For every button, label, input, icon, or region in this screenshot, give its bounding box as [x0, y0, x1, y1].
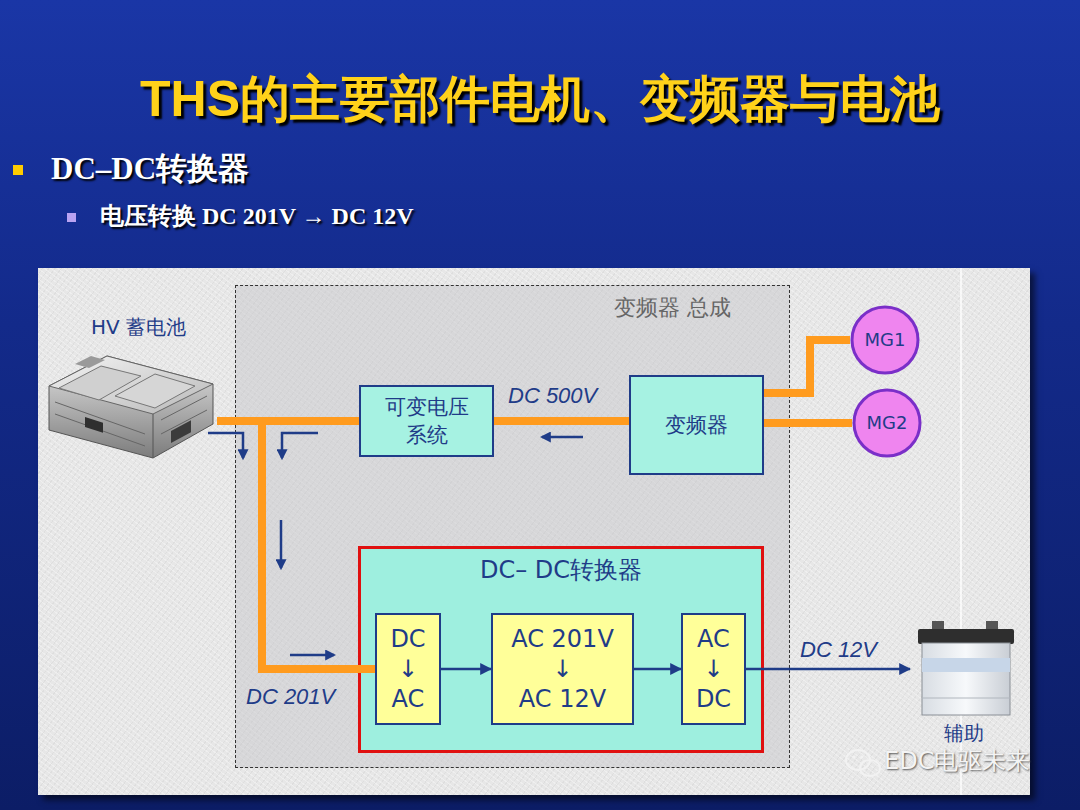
voltage-label: DC 201V [246, 683, 335, 711]
node-text: DC [696, 684, 731, 714]
watermark: EDC电驱未来 [884, 746, 1030, 776]
stage-box: AC↓DC [681, 613, 746, 725]
node-text: ↓ [703, 654, 723, 684]
bullet-square [13, 165, 23, 175]
motor-circle-shape [854, 390, 920, 456]
node-text: 辅助 [910, 720, 1018, 746]
node-text: HV 蓄电池 [91, 314, 186, 340]
signal-arrow [441, 668, 491, 671]
node-text: ↓ [552, 654, 572, 684]
node-text: AC 201V [511, 624, 614, 654]
motor-circle: MG1 [850, 305, 920, 375]
slide-title: THS的主要部件电机、变频器与电池 [0, 66, 1080, 132]
power-line [764, 340, 850, 393]
bullet-heading: DC–DC转换器 [51, 149, 249, 189]
aux-battery: 辅助 [910, 618, 1018, 758]
hv-battery-illustration [45, 344, 217, 462]
wechat-icon [846, 750, 880, 776]
node-text: DC– DC转换器 [361, 555, 761, 585]
power-line [494, 417, 629, 425]
motor-circle-shape [852, 307, 918, 373]
power-line [217, 417, 359, 425]
bullet-square [67, 213, 76, 222]
stage-box: AC 201V↓AC 12V [491, 613, 634, 725]
panel-divider [960, 268, 962, 795]
voltage-label: DC 500V [508, 382, 597, 410]
motor-circle: MG2 [852, 388, 922, 458]
node-text: MG1 [865, 329, 906, 351]
node-text: 变频器 总成 [614, 294, 731, 322]
signal-arrow [634, 668, 681, 671]
node-text: MG2 [867, 412, 908, 434]
aux-battery-illustration [910, 618, 1018, 718]
node-text: 变频器 [665, 411, 728, 439]
node-text: 可变电压 系统 [377, 393, 477, 449]
stage-box: DC↓AC [375, 613, 441, 725]
bullet-subtext: 电压转换 DC 201V → DC 12V [100, 200, 414, 232]
signal-arrow [746, 668, 910, 671]
node-text: ↓ [398, 654, 418, 684]
process-box: 变频器 [629, 375, 764, 475]
power-line [217, 421, 375, 669]
node-text: DC [390, 624, 425, 654]
hv-battery: HV 蓄电池 [45, 312, 217, 462]
process-box: 可变电压 系统 [359, 385, 494, 457]
power-line [764, 419, 852, 427]
voltage-label: DC 12V [800, 636, 877, 664]
node-text: AC 12V [519, 684, 606, 714]
node-text: AC [392, 684, 425, 714]
converter-box: DC– DC转换器DC↓ACAC 201V↓AC 12VAC↓DC [358, 546, 764, 753]
node-text: AC [697, 624, 730, 654]
